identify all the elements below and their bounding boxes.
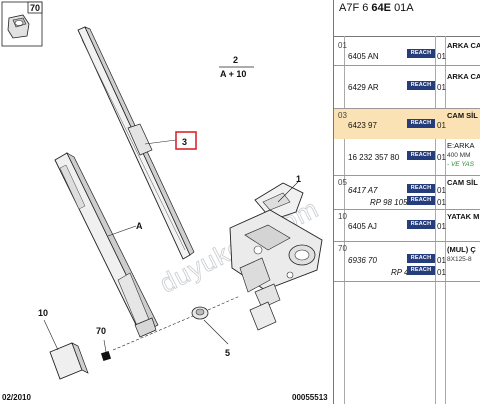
code-suffix: 01A [394, 2, 414, 14]
row-divider [334, 108, 480, 109]
part-row[interactable]: 05 6417 A7 REACH 01 CAM SİL RP 98 105 90… [334, 176, 480, 208]
part-seq: 01 [338, 41, 347, 50]
part-70-thumbnail[interactable]: 70 [1, 1, 43, 47]
parts-panel: A7F 6 64E 01A 01 6405 AN REACH 01 ARKA C… [333, 0, 480, 404]
reach-badge: REACH [407, 49, 435, 58]
col-divider-badge [435, 36, 436, 404]
part-qty: 01 [437, 153, 446, 162]
part-seq: 05 [338, 178, 347, 187]
part-extra-1: 8X125-8 [447, 256, 472, 263]
diagram-date: 02/2010 [2, 393, 31, 402]
part-number[interactable]: 6423 97 [348, 121, 377, 130]
part-number-alt[interactable]: 16 232 357 80 [348, 153, 400, 162]
row-divider [334, 281, 480, 282]
callout-3-label: 3 [182, 137, 187, 147]
callout-10-label: 10 [38, 308, 48, 318]
parts-header: A7F 6 64E 01A [334, 0, 480, 37]
part-row-selected[interactable]: 03 6423 97 REACH 01 CAM SİL [334, 109, 480, 139]
part-seq: 10 [338, 212, 347, 221]
wiper-blade[interactable] [77, 26, 195, 260]
code-bold: 64E [371, 2, 391, 14]
part-number[interactable]: 6417 A7 [348, 186, 378, 195]
part-row[interactable]: 6429 AR REACH 01 ARKA CAM [334, 67, 480, 107]
part-row[interactable]: 10 6405 AJ REACH 01 YATAK M [334, 210, 480, 240]
part-qty: 01 [437, 186, 446, 195]
part-number[interactable]: 6405 AN [348, 52, 379, 61]
callout-5-label: 5 [225, 348, 230, 358]
reach-badge: REACH [407, 184, 435, 193]
row-divider [334, 65, 480, 66]
part-desc: ARKA CAM [447, 72, 480, 81]
part-row[interactable]: 70 6936 70 REACH 01 (MUL) Ç 8X125-8 RP 4… [334, 242, 480, 280]
part-extra-2: 400 MM [447, 152, 471, 159]
part-desc: CAM SİL [447, 111, 478, 120]
reach-badge: REACH [407, 119, 435, 128]
reach-badge: REACH [407, 266, 435, 275]
diagram-canvas: duyukoto.com 70 [1, 1, 328, 402]
part-qty: 01 [437, 198, 446, 207]
reach-badge: REACH [407, 220, 435, 229]
callout-1-label: 1 [296, 174, 301, 184]
callout-a-label: A [136, 221, 143, 231]
exploded-diagram: duyukoto.com 70 [1, 1, 328, 402]
col-divider-qty [445, 36, 446, 404]
reach-badge: REACH [407, 151, 435, 160]
reach-badge: REACH [407, 81, 435, 90]
col-divider-seq [344, 36, 345, 404]
row-divider [334, 241, 480, 242]
part-qty: 01 [437, 121, 446, 130]
part-seq: 70 [338, 244, 347, 253]
callout-3-box [175, 131, 197, 150]
part-desc: YATAK M [447, 212, 480, 221]
row-divider [334, 209, 480, 210]
part-qty: 01 [437, 83, 446, 92]
part-desc: (MUL) Ç [447, 245, 476, 254]
diagram-ref: 00055513 [292, 393, 328, 402]
part-desc: ARKA CAM [447, 41, 480, 50]
part-sub-number[interactable]: RP 98 105 903 80 [370, 198, 435, 207]
part-row[interactable]: 01 6405 AN REACH 01 ARKA CAM [334, 38, 480, 64]
callout-70-label: 70 [96, 326, 106, 336]
row-divider [334, 175, 480, 176]
part-number[interactable]: 6405 AJ [348, 222, 377, 231]
ref-2-label: 2 [233, 55, 238, 65]
part-desc: CAM SİL [447, 178, 478, 187]
part-seq: 03 [338, 111, 347, 120]
reach-badge: REACH [407, 254, 435, 263]
part-number[interactable]: 6936 70 [348, 256, 377, 265]
catalog-code: A7F 6 64E 01A [339, 2, 414, 14]
part-row-continuation[interactable]: E:ARKA 16 232 357 80 REACH 01 400 MM - V… [334, 139, 480, 175]
leader-lines [43, 139, 299, 353]
ref-2-sum-label: A + 10 [220, 69, 246, 79]
part-qty: 01 [437, 268, 446, 277]
part-extra-3: - VE YAS [447, 161, 474, 168]
part-qty: 01 [437, 52, 446, 61]
code-prefix: A7F 6 [339, 2, 369, 14]
wiper-nut[interactable] [191, 306, 209, 320]
wiper-arm[interactable] [54, 152, 159, 338]
small-clip[interactable] [100, 350, 112, 362]
reach-badge: REACH [407, 196, 435, 205]
callout-70-box-label: 70 [30, 3, 40, 13]
part-number[interactable]: 6429 AR [348, 83, 379, 92]
part-qty: 01 [437, 222, 446, 231]
arm-cap[interactable] [49, 342, 89, 380]
wiper-motor[interactable] [229, 182, 323, 331]
part-qty: 01 [437, 256, 446, 265]
part-extra-1: E:ARKA [447, 141, 475, 150]
